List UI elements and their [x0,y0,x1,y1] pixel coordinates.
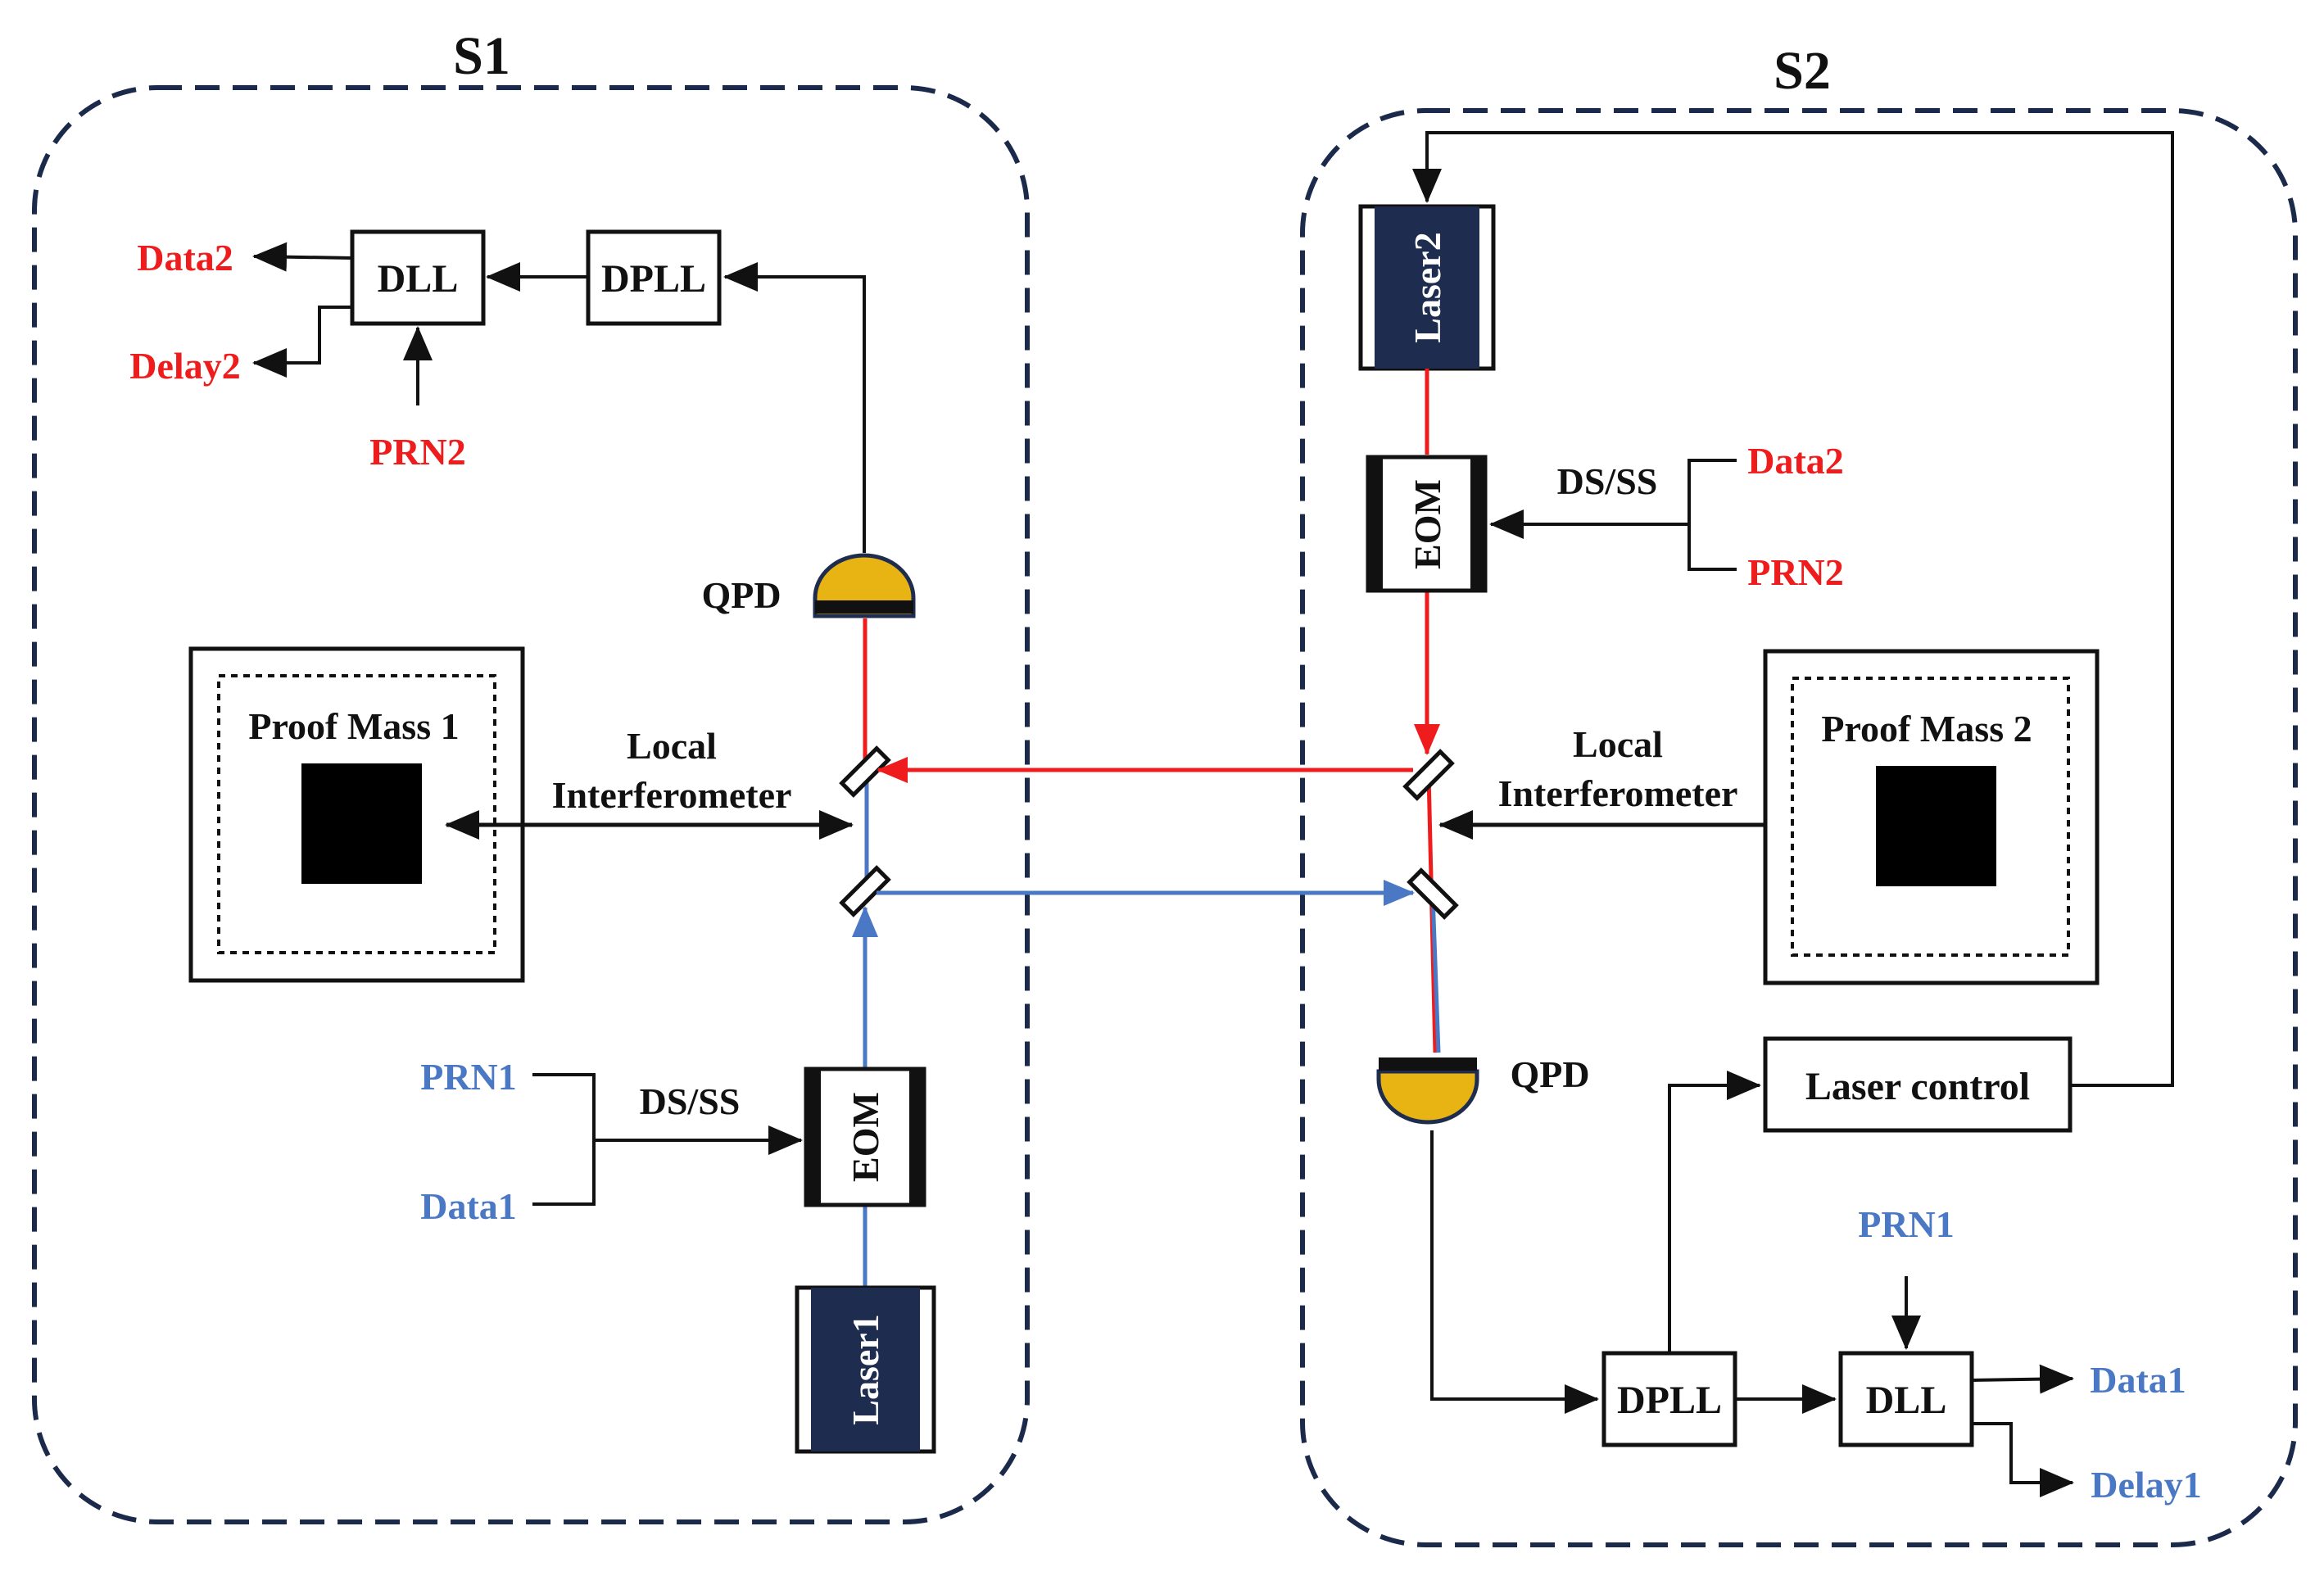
s1-title: S1 [453,26,510,86]
s1-proof-mass-block [301,763,422,884]
s1-qpd [813,553,916,618]
s1-dpll-box [586,229,722,326]
s1-boundary [32,85,1030,1524]
s2-prn2-label: PRN2 [1747,551,1844,593]
s1-eom-label: EOM [845,1092,886,1182]
s1-beam-splitter-lower [839,865,891,917]
s2-laser [1358,204,1496,371]
s1-delay2-label: Delay2 [129,345,240,387]
s1-dpll-label: DPLL [601,257,706,301]
s2-blue-beam-to-qpd [1430,894,1441,1053]
s2-eom [1366,455,1488,593]
s2-laser-label: Laser2 [1407,232,1448,342]
s2-beam-splitter-upper [1402,749,1455,801]
s1-laser [795,1285,936,1454]
s2-data1-label: Data1 [2090,1359,2186,1401]
s2-proof-mass-label: Proof Mass 2 [1821,708,2032,750]
s1-prn2-label: PRN2 [369,431,466,473]
s1-proof-mass-inner [217,674,496,954]
s2-prn1-label: PRN1 [1858,1203,1955,1245]
s2-interferometer-label-2: Interferometer [1498,772,1738,814]
s1-proof-mass-label: Proof Mass 1 [248,705,459,747]
s1-prn1-line [532,1073,596,1206]
s2-proof-mass-inner [1791,677,2070,957]
s2-dpll-to-laser-control-line [1668,1071,1761,1353]
s1-dsss-label: DS/SS [640,1080,741,1122]
s1-eom [804,1067,926,1207]
s2-data1-out-line [1971,1364,2074,1394]
s2-data2-label: Data2 [1747,440,1844,482]
s2-laser-control-label: Laser control [1805,1065,2030,1108]
s1-interferometer-label-2: Interferometer [552,774,792,816]
s2-delay1-out-line [1972,1422,2074,1497]
s2-interferometer-label-1: Local [1573,723,1663,765]
s2-delay1-label: Delay1 [2091,1464,2201,1506]
s2-data2-line [1688,459,1737,571]
s2-dll-label: DLL [1866,1379,1947,1422]
s2-qpd [1376,1057,1479,1125]
s1-qpd-to-dpll-line [723,262,866,553]
s2-proof-mass-block [1876,766,1996,886]
s1-qpd-label: QPD [701,574,781,616]
s1-delay2-out-line [252,306,352,378]
s2-boundary [1300,108,2298,1547]
s2-qpd-to-dpll-line [1430,1130,1599,1414]
s1-data1-label: Data1 [420,1185,517,1227]
s1-interferometer-label-1: Local [627,725,717,767]
s1-data2-out-line [252,242,353,272]
s2-dll-box [1838,1351,1974,1447]
s2-laser-control-feedback [1412,131,2174,1087]
s1-dll-label: DLL [378,257,459,301]
s2-eom-label: EOM [1407,479,1448,569]
s2-title: S2 [1774,41,1831,101]
s1-dll-box [350,229,486,326]
s1-data2-label: Data2 [137,237,233,279]
s2-dpll-label: DPLL [1617,1379,1722,1422]
s1-laser-label: Laser1 [845,1314,886,1424]
s2-laser-control-box [1763,1036,2073,1133]
s2-qpd-label: QPD [1510,1053,1589,1095]
s2-beam-splitter-lower [1407,867,1459,920]
s1-prn1-label: PRN1 [420,1056,517,1098]
s2-dsss-label: DS/SS [1557,460,1658,502]
